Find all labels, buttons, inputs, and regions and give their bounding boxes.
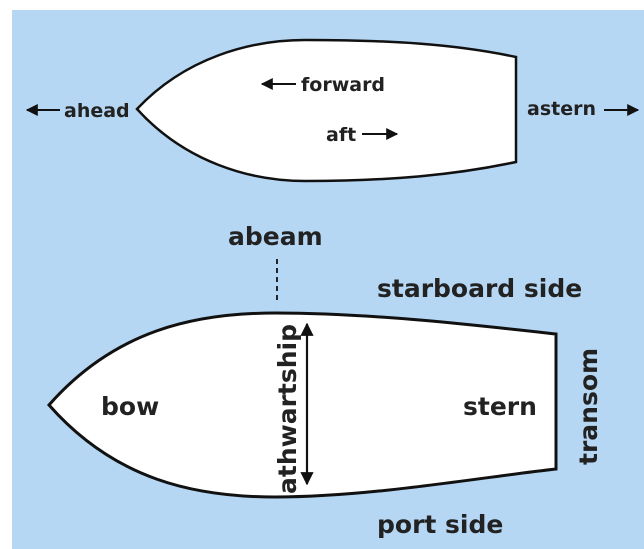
astern-label: astern <box>527 98 596 120</box>
starboard-side-label: starboard side <box>377 274 582 303</box>
athwartship-label: athwartship <box>273 324 302 494</box>
forward-label: forward <box>301 74 385 96</box>
abeam-label: abeam <box>228 222 323 251</box>
ahead-label: ahead <box>64 100 130 122</box>
stern-label: stern <box>463 392 537 421</box>
aft-label: aft <box>326 124 356 146</box>
top-hull-outline <box>135 38 518 183</box>
port-side-label: port side <box>377 510 503 539</box>
transom-label: transom <box>574 348 603 465</box>
bow-label: bow <box>101 392 159 421</box>
